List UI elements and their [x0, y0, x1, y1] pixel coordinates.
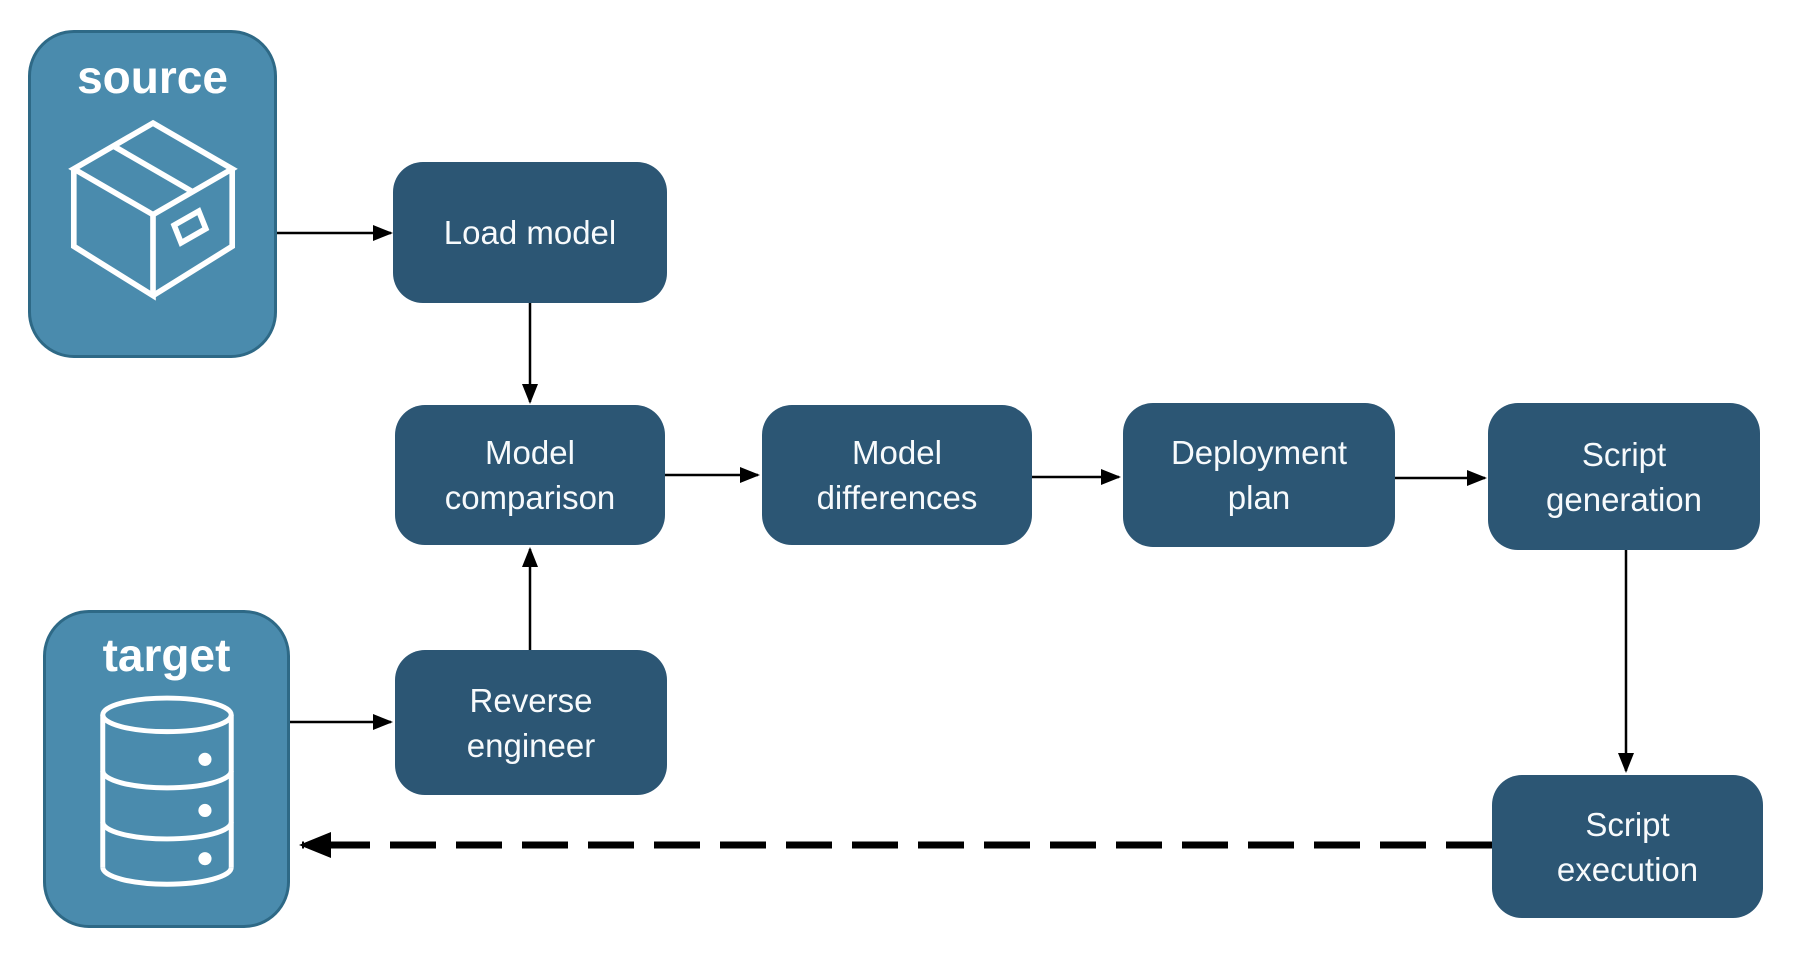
node-script-execution: Script execution — [1492, 775, 1763, 918]
node-label: Load model — [443, 214, 617, 251]
package-icon — [65, 117, 241, 307]
database-icon — [94, 695, 240, 888]
node-label: Script execution — [1556, 805, 1699, 888]
node-deployment-plan: Deployment plan — [1123, 403, 1395, 547]
node-label: Script generation — [1546, 435, 1702, 518]
endpoint-source: source — [28, 30, 277, 358]
node-script-generation: Script generation — [1488, 403, 1760, 550]
node-reverse-engineer: Reverse engineer — [395, 650, 667, 795]
node-load-model: Load model — [393, 162, 667, 303]
endpoint-target: target — [43, 610, 290, 928]
node-label: Reverse engineer — [466, 681, 596, 764]
target-label: target — [102, 629, 231, 681]
node-label: Deployment plan — [1170, 434, 1348, 516]
node-model-comparison: Model comparison — [395, 405, 665, 545]
source-label: source — [77, 51, 228, 103]
node-label: Model differences — [816, 434, 978, 516]
node-model-differences: Model differences — [762, 405, 1032, 545]
node-label: Model comparison — [444, 434, 616, 516]
